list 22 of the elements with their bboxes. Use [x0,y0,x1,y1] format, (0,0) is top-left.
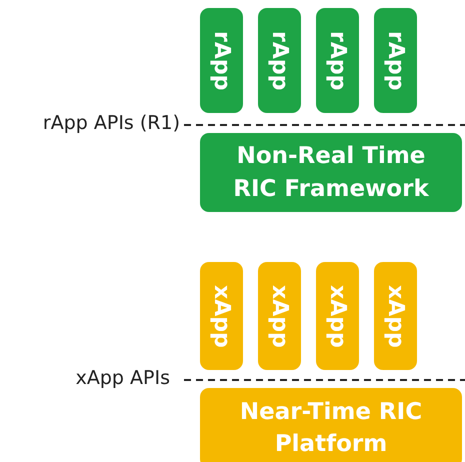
app-box [200,8,243,113]
app-label: rApp [267,30,292,90]
app-box [316,8,359,113]
api-label: xApp APIs [76,367,170,389]
app-box [200,262,243,370]
app-label: rApp [209,30,234,90]
app-label: xApp [383,284,408,348]
framework-box [200,133,462,212]
app-label: xApp [209,284,234,348]
box-title: Near-Time RIC Platform [238,398,424,459]
app-box [258,8,301,113]
app-box [374,8,417,113]
platform-box [200,388,462,462]
app-label: rApp [325,30,350,90]
app-label: xApp [267,284,292,348]
app-box [316,262,359,370]
app-box [374,262,417,370]
app-box [258,262,301,370]
box-title: Non-Real Time RIC Framework [232,142,430,204]
app-label: rApp [383,30,408,90]
api-label: rApp APIs (R1) [42,112,180,134]
app-label: xApp [325,284,350,348]
